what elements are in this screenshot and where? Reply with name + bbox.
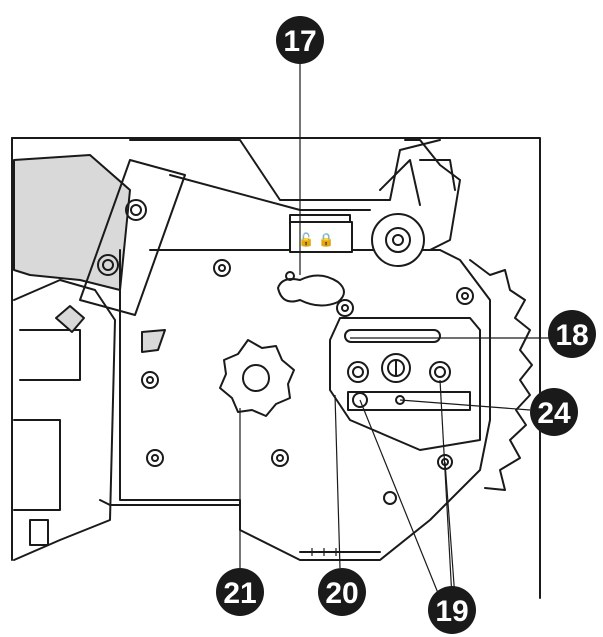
callout-17-label: 17 xyxy=(283,25,316,58)
callout-21: 21 xyxy=(216,568,264,616)
callout-19: 19 xyxy=(428,586,476,634)
frame xyxy=(11,137,541,599)
callout-17: 17 xyxy=(276,16,324,64)
chain-tension-link xyxy=(277,271,345,307)
callout-21-label: 21 xyxy=(223,577,256,610)
callout-20-label: 20 xyxy=(325,577,358,610)
sprocket-gear xyxy=(219,339,295,417)
callout-24: 24 xyxy=(530,388,578,436)
callout-20: 20 xyxy=(318,568,366,616)
callout-19-label: 19 xyxy=(435,595,468,628)
front-pivot xyxy=(371,139,461,267)
callout-18-label: 18 xyxy=(555,319,588,352)
guide-bar-chain xyxy=(469,259,533,491)
svg-text:🔓 🔒: 🔓 🔒 xyxy=(298,232,335,248)
rear-handle xyxy=(13,154,131,561)
top-housing: 🔓 🔒 xyxy=(129,139,441,253)
cover-plate xyxy=(119,249,491,561)
callout-18: 18 xyxy=(548,310,596,358)
leader-lines xyxy=(239,62,550,599)
strap-plate xyxy=(79,159,186,316)
callout-24-label: 24 xyxy=(537,397,571,430)
